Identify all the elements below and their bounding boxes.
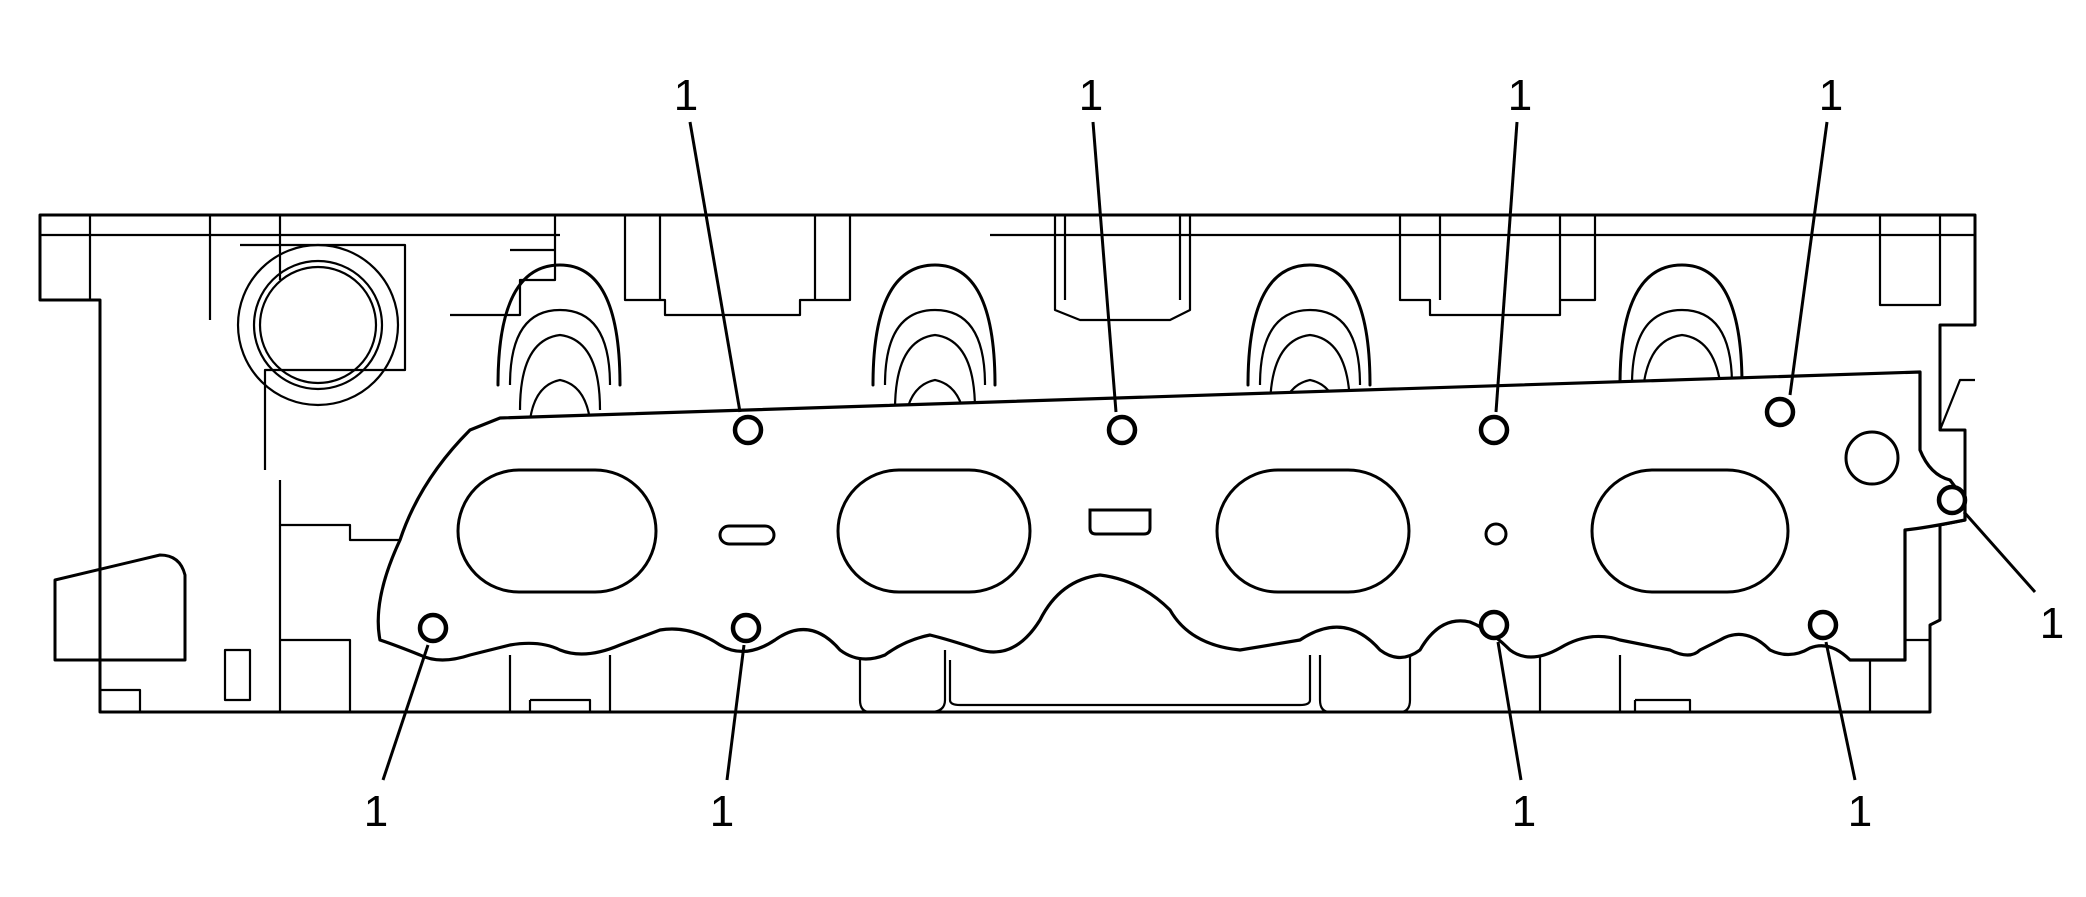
bolt-hole-top-4 bbox=[1764, 396, 1796, 428]
bolt-hole-top-1 bbox=[732, 414, 764, 446]
callout-top-1: 1 bbox=[674, 71, 698, 120]
bolt-hole-bottom-4 bbox=[1807, 609, 1839, 641]
gasket-small-hole bbox=[1484, 522, 1508, 546]
callouts: 1 1 1 1 1 1 1 1 1 bbox=[364, 71, 2064, 836]
bolt-hole-bottom-2 bbox=[730, 612, 762, 644]
exhaust-port-tops bbox=[496, 263, 1744, 421]
gasket-slot-1 bbox=[718, 524, 776, 546]
callout-bottom-4: 1 bbox=[1848, 787, 1872, 836]
callout-top-4: 1 bbox=[1819, 71, 1843, 120]
exhaust-manifold-gasket bbox=[376, 370, 1967, 662]
gasket-locator-hole bbox=[1844, 430, 1900, 486]
bolt-holes bbox=[417, 396, 1968, 644]
callout-bottom-3: 1 bbox=[1512, 787, 1536, 836]
callout-right: 1 bbox=[2040, 599, 2064, 648]
bolt-hole-top-2 bbox=[1106, 414, 1138, 446]
callout-top-2: 1 bbox=[1079, 71, 1103, 120]
bolt-hole-top-3 bbox=[1478, 414, 1510, 446]
callout-bottom-2: 1 bbox=[710, 787, 734, 836]
gasket-port-2 bbox=[836, 468, 1032, 594]
bolt-hole-bottom-3 bbox=[1478, 609, 1510, 641]
gasket-port-4 bbox=[1590, 468, 1790, 594]
top-bosses bbox=[623, 215, 1597, 322]
cylinder-head bbox=[38, 213, 1977, 714]
gasket-port-3 bbox=[1215, 468, 1411, 594]
bottom-bosses bbox=[508, 640, 1872, 714]
port-top-2 bbox=[871, 263, 997, 421]
leader-lines bbox=[381, 121, 2037, 781]
callout-top-3: 1 bbox=[1508, 71, 1532, 120]
gasket-slot-2 bbox=[1088, 508, 1152, 536]
port-top-1 bbox=[496, 263, 622, 421]
spark-plug-boss bbox=[236, 243, 407, 470]
callout-bottom-1: 1 bbox=[364, 787, 388, 836]
bolt-hole-right bbox=[1936, 484, 1968, 516]
bolt-hole-bottom-1 bbox=[417, 612, 449, 644]
gasket-port-1 bbox=[456, 468, 658, 594]
